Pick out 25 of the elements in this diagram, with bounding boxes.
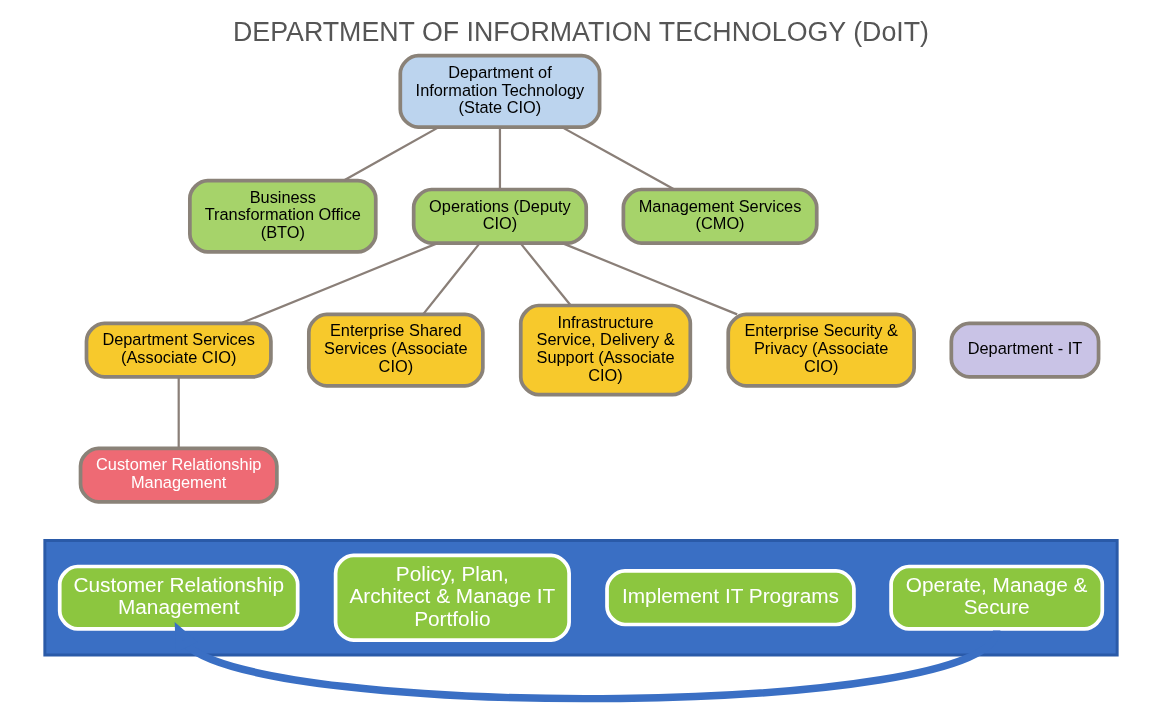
connector	[177, 377, 180, 449]
connector	[239, 242, 438, 325]
node-box: Business Transformation Office (BTO)	[187, 178, 378, 254]
diagram-title: DEPARTMENT OF INFORMATION TECHNOLOGY (DoIT)	[232, 17, 929, 48]
node-box: Operate, Manage & Secure	[888, 564, 1104, 631]
node-box: Customer Relationship Management	[78, 446, 279, 504]
node-box: Department - IT	[948, 321, 1100, 379]
node-box: Customer Relationship Management	[57, 564, 300, 631]
node-box: Enterprise Security & Privacy (Associate CIO)	[725, 312, 916, 388]
node-box: Department of Information Technology (State CIO)	[397, 53, 601, 129]
node-box: Infrastructure Service, Delivery & Support (Associate CIO)	[518, 303, 692, 397]
node-box: Management Services (CMO)	[621, 187, 819, 245]
node-box: Enterprise Shared Services (Associate CIO)	[306, 312, 485, 388]
connector	[560, 126, 674, 191]
node-box: Implement IT Programs	[604, 569, 856, 627]
connector	[519, 242, 571, 306]
connector	[561, 242, 738, 316]
connector	[421, 242, 480, 316]
node-box: Operations (Deputy CIO)	[411, 187, 588, 245]
node-box: Policy, Plan, Architect & Manage IT Portfolio	[333, 553, 571, 642]
arrow	[174, 622, 1000, 703]
cluster	[42, 539, 1119, 657]
connector	[342, 126, 439, 182]
connector	[498, 127, 501, 190]
node-box: Department Services (Associate CIO)	[84, 321, 273, 379]
